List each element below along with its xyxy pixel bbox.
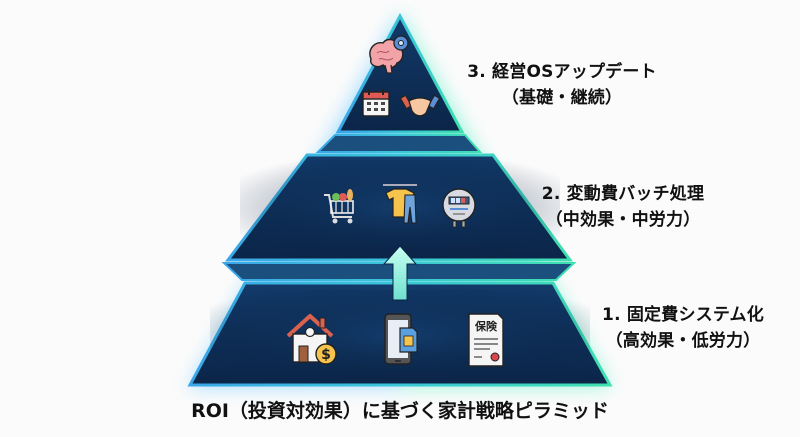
diagram-title: ROI（投資対効果）に基づく家計戦略ピラミッド	[191, 400, 609, 422]
up-arrow-icon	[382, 245, 418, 301]
clothes-hanger-icon	[383, 184, 417, 224]
handshake-icon	[399, 94, 441, 117]
house-dollar-icon: $	[286, 314, 337, 365]
tier-2-subtitle: （中効果・中労力）	[545, 210, 701, 230]
tier-2-title: 2. 変動費バッチ処理	[541, 184, 705, 204]
insurance-document-icon: 保険	[468, 313, 504, 367]
tier-3-subtitle: （基礎・継続）	[501, 88, 623, 108]
plate-top-middle	[315, 134, 483, 153]
tier-3-label: 3. 経営OSアップデート （基礎・継続）	[462, 59, 662, 111]
tier-1-title: 1. 固定費システム化	[602, 305, 764, 325]
tier-3-title: 3. 経営OSアップデート	[467, 62, 657, 82]
calendar-icon	[362, 89, 390, 117]
tier-2-label: 2. 変動費バッチ処理 （中効果・中労力）	[520, 181, 726, 233]
svg-text:$: $	[321, 347, 331, 363]
insurance-label: 保険	[474, 319, 498, 333]
smartphone-sim-icon	[384, 313, 418, 365]
brain-gear-icon	[369, 35, 409, 74]
tier-3-shape	[335, 12, 465, 134]
electric-meter-icon	[442, 188, 476, 228]
shopping-cart-icon	[324, 189, 354, 224]
tier-1-subtitle: （高効果・低労力）	[605, 331, 761, 351]
tier-1-label: 1. 固定費システム化 （高効果・低労力）	[580, 302, 786, 354]
